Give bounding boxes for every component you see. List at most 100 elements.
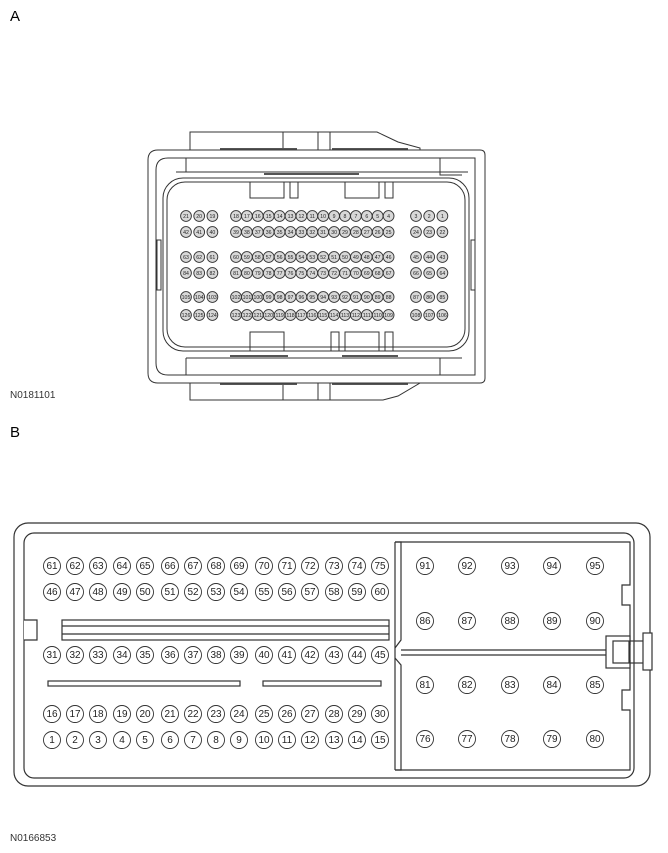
pin-96: 96 — [295, 291, 308, 303]
svg-text:17: 17 — [69, 709, 81, 720]
svg-text:11: 11 — [282, 735, 293, 746]
pin-36: 36 — [262, 226, 275, 238]
pin-32: 32 — [66, 646, 84, 664]
pin-106: 106 — [436, 309, 449, 321]
panel-b-label: B — [10, 424, 21, 441]
svg-text:62: 62 — [196, 255, 202, 261]
pin-72: 72 — [328, 267, 340, 279]
pin-79: 79 — [543, 730, 561, 748]
svg-text:99: 99 — [266, 295, 272, 301]
pin-24: 24 — [230, 705, 248, 723]
pin-15: 15 — [371, 731, 389, 749]
pin-94: 94 — [543, 557, 561, 575]
svg-text:111: 111 — [363, 313, 371, 319]
svg-text:24: 24 — [233, 709, 245, 720]
pin-35: 35 — [136, 646, 154, 664]
pin-1: 1 — [43, 731, 61, 749]
svg-text:44: 44 — [426, 255, 432, 261]
pin-56: 56 — [273, 251, 286, 263]
pin-15: 15 — [262, 210, 275, 222]
svg-text:43: 43 — [328, 650, 340, 661]
pin-122: 122 — [241, 309, 253, 321]
svg-text:13: 13 — [288, 214, 294, 220]
svg-text:13: 13 — [328, 735, 340, 746]
pin-77: 77 — [273, 267, 286, 279]
svg-text:86: 86 — [419, 616, 431, 627]
pin-56: 56 — [278, 583, 296, 601]
svg-text:16: 16 — [46, 709, 58, 720]
svg-text:39: 39 — [233, 230, 239, 236]
pin-55: 55 — [255, 583, 273, 601]
pin-11: 11 — [306, 210, 319, 222]
svg-text:75: 75 — [374, 561, 386, 572]
svg-text:80: 80 — [244, 271, 250, 277]
svg-text:40: 40 — [258, 650, 270, 661]
pin-3: 3 — [410, 210, 422, 222]
pin-105: 105 — [180, 291, 192, 303]
svg-text:28: 28 — [353, 230, 359, 236]
svg-text:109: 109 — [384, 313, 393, 319]
svg-text:71: 71 — [281, 561, 293, 572]
pin-79: 79 — [251, 267, 264, 279]
pin-10: 10 — [255, 731, 273, 749]
pin-37: 37 — [251, 226, 264, 238]
pin-82: 82 — [206, 267, 219, 279]
svg-text:57: 57 — [266, 255, 272, 261]
pin-87: 87 — [410, 291, 422, 303]
pin-60: 60 — [230, 251, 242, 263]
pin-111: 111 — [360, 309, 373, 321]
pin-99: 99 — [262, 291, 275, 303]
svg-text:6: 6 — [167, 735, 173, 746]
pin-63: 63 — [89, 557, 107, 575]
pin-14: 14 — [348, 731, 366, 749]
svg-text:81: 81 — [419, 680, 431, 691]
svg-text:24: 24 — [413, 230, 419, 236]
pin-8: 8 — [207, 731, 225, 749]
pin-55: 55 — [284, 251, 297, 263]
svg-text:23: 23 — [210, 709, 222, 720]
svg-text:3: 3 — [415, 214, 418, 220]
pin-100: 100 — [251, 291, 264, 303]
svg-text:86: 86 — [426, 295, 432, 301]
svg-text:46: 46 — [46, 587, 58, 598]
pin-108: 108 — [410, 309, 422, 321]
svg-text:19: 19 — [116, 709, 128, 720]
svg-text:29: 29 — [351, 709, 363, 720]
pin-95: 95 — [306, 291, 319, 303]
svg-text:69: 69 — [233, 561, 245, 572]
svg-text:3: 3 — [95, 735, 101, 746]
svg-text:49: 49 — [353, 255, 359, 261]
svg-text:106: 106 — [438, 313, 447, 319]
svg-text:93: 93 — [331, 295, 337, 301]
pin-46: 46 — [382, 251, 395, 263]
pin-5: 5 — [136, 731, 154, 749]
svg-text:35: 35 — [139, 650, 151, 661]
svg-text:92: 92 — [342, 295, 348, 301]
pin-30: 30 — [371, 705, 389, 723]
svg-text:96: 96 — [299, 295, 305, 301]
svg-text:124: 124 — [208, 313, 217, 319]
svg-text:73: 73 — [328, 561, 340, 572]
pin-123: 123 — [230, 309, 242, 321]
svg-text:20: 20 — [139, 709, 151, 720]
svg-text:28: 28 — [328, 709, 340, 720]
pin-113: 113 — [339, 309, 351, 321]
svg-text:53: 53 — [309, 255, 315, 261]
svg-text:14: 14 — [277, 214, 283, 220]
svg-text:16: 16 — [255, 214, 261, 220]
svg-text:4: 4 — [119, 735, 125, 746]
pin-125: 125 — [193, 309, 206, 321]
pin-76: 76 — [284, 267, 297, 279]
svg-text:115: 115 — [319, 313, 327, 319]
svg-text:61: 61 — [210, 255, 216, 261]
pin-26: 26 — [371, 226, 384, 238]
pin-14: 14 — [273, 210, 286, 222]
pin-76: 76 — [416, 730, 434, 748]
pin-85: 85 — [586, 676, 604, 694]
svg-text:79: 79 — [255, 271, 261, 277]
pin-121: 121 — [251, 309, 264, 321]
svg-text:18: 18 — [92, 709, 104, 720]
svg-text:73: 73 — [320, 271, 326, 277]
